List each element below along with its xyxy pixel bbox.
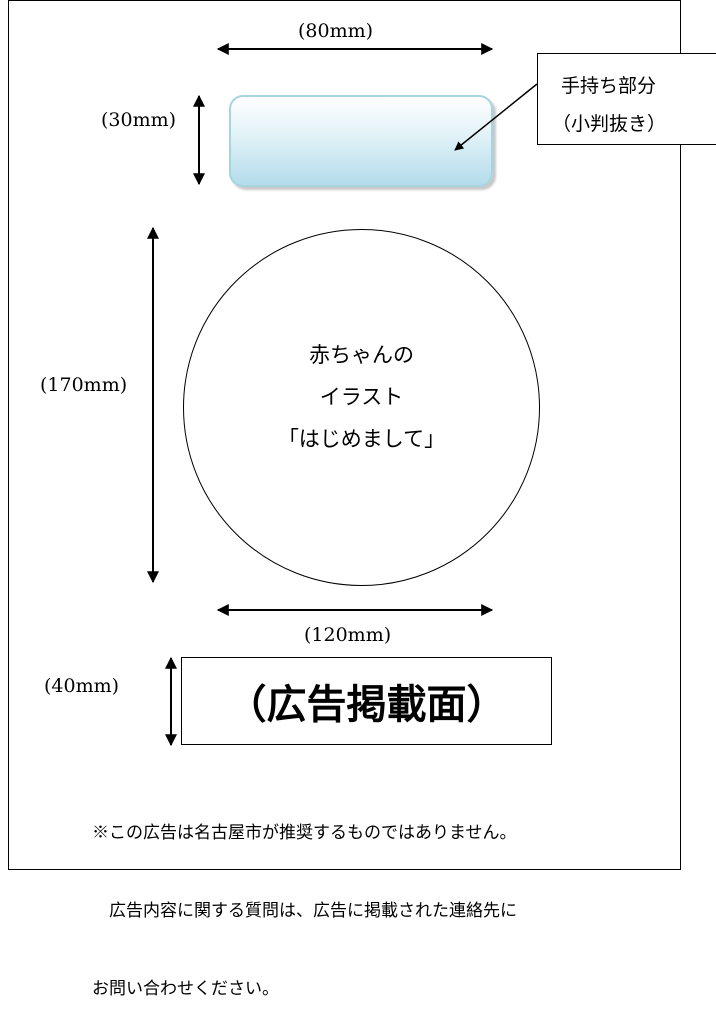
disclaimer-line-2: 広告内容に関する質問は、広告に掲載された連絡先に — [92, 901, 517, 921]
illustration-text: 赤ちゃんの イラスト 「はじめまして」 — [183, 334, 540, 460]
disclaimer-line-1: ※この広告は名古屋市が推奨するものではありません。 — [92, 823, 517, 843]
disclaimer-line-3: お問い合わせください。 — [92, 979, 279, 999]
callout-line-1: 手持ち部分 — [561, 75, 657, 97]
handle-callout: 手持ち部分 （小判抜き） — [537, 53, 716, 145]
ad-area-label: （広告掲載面） — [226, 682, 507, 728]
handle-cutout — [229, 95, 493, 187]
circle-width-label: (120mm) — [304, 624, 392, 646]
circle-height-label: (170mm) — [40, 374, 128, 396]
illustration-line-1: 赤ちゃんの — [309, 343, 414, 367]
illustration-line-3: 「はじめまして」 — [277, 427, 446, 451]
handle-height-label: (30mm) — [101, 109, 177, 131]
ad-height-label: (40mm) — [44, 675, 120, 697]
ad-area-box: （広告掲載面） — [181, 657, 552, 745]
illustration-circle — [183, 229, 540, 586]
illustration-line-2: イラスト — [319, 385, 404, 409]
handle-width-label: (80mm) — [298, 20, 374, 42]
callout-line-2: （小判抜き） — [552, 113, 667, 135]
disclaimer-notice: ※この広告は名古屋市が推奨するものではありません。 広告内容に関する質問は、広告… — [92, 768, 517, 1028]
